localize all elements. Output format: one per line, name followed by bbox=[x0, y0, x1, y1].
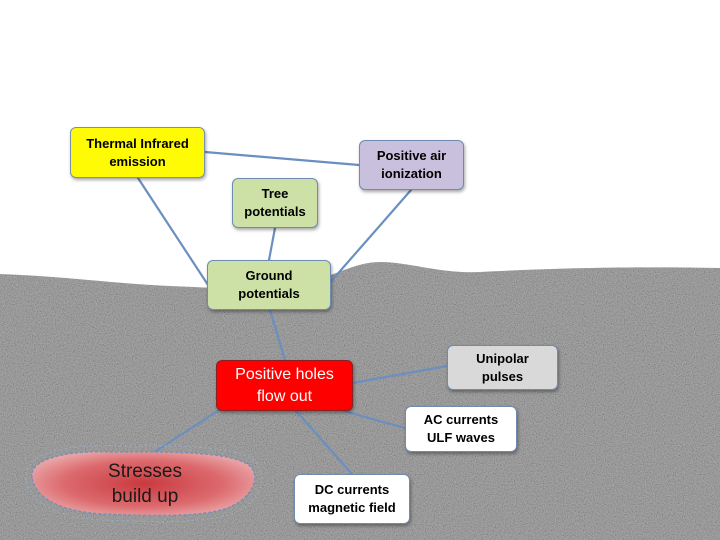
connector-thermal-air bbox=[203, 150, 361, 167]
node-tree-potentials: Tree potentials bbox=[232, 178, 318, 228]
connector-thermal-ground bbox=[136, 176, 212, 290]
stress-zone bbox=[31, 450, 256, 517]
connector-holes-dc bbox=[294, 409, 354, 476]
connectors bbox=[136, 150, 449, 476]
node-dc-currents: DC currents magnetic field bbox=[294, 474, 410, 524]
node-positive-holes: Positive holes flow out bbox=[216, 360, 353, 411]
node-unipolar-pulses: Unipolar pulses bbox=[447, 345, 558, 390]
stress-zone-outline bbox=[25, 445, 262, 522]
connector-holes-ac bbox=[338, 408, 407, 430]
node-positive-air-ionization: Positive air ionization bbox=[359, 140, 464, 190]
node-ac-currents: AC currents ULF waves bbox=[405, 406, 517, 452]
node-thermal-infrared: Thermal Infrared emission bbox=[70, 127, 205, 178]
connector-holes-unipolar bbox=[351, 364, 449, 385]
connector-holes-stress bbox=[148, 406, 224, 457]
connector-air-ground bbox=[325, 188, 413, 288]
node-ground-potentials: Ground potentials bbox=[207, 260, 331, 310]
connector-ground-holes bbox=[268, 308, 287, 362]
stress-label: Stresses build up bbox=[108, 461, 182, 507]
connector-tree-ground bbox=[267, 226, 277, 262]
